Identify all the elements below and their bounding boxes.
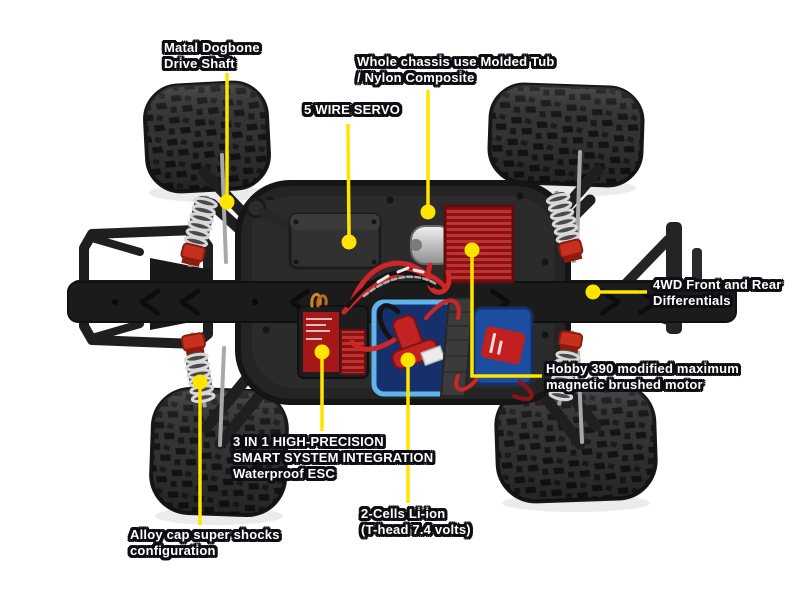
tire-front-left (143, 80, 271, 194)
dot-chassis (420, 204, 436, 220)
servo (245, 197, 382, 280)
motor-heatsink (443, 204, 515, 284)
shock-front-right (545, 190, 584, 264)
battery-pack (349, 299, 465, 397)
brushed-motor (410, 204, 515, 295)
label-motor: Hobby 390 modified maximum magnetic brus… (546, 361, 740, 392)
dot-differentials (585, 284, 601, 300)
tire-rear-left (149, 387, 289, 517)
wiring-harness (341, 260, 461, 320)
label-esc: 3 IN 1 HIGH-PRECISION SMART SYSTEM INTEG… (233, 434, 434, 481)
dot-drive-shaft (219, 194, 235, 210)
shock-front-left (180, 195, 218, 268)
dot-esc (314, 344, 330, 360)
callout-dots (192, 194, 601, 390)
secondary-battery-pack (454, 306, 534, 402)
dot-battery (400, 352, 416, 368)
esc-unit (297, 293, 369, 379)
dot-servo (341, 234, 357, 250)
leader-motor (470, 256, 542, 378)
leader-servo (346, 123, 351, 237)
label-differentials: 4WD Front and Rear Differentials (653, 277, 782, 308)
label-shocks: Alloy cap super shocks configuration (130, 527, 280, 558)
callout-leaders (198, 73, 647, 525)
label-battery: 2-Cells Li-ion (T-head 7.4 volts) (361, 506, 471, 537)
shock-rear-right (548, 330, 584, 406)
label-chassis: Whole chassis use Molded Tub / Nylon Com… (357, 54, 555, 85)
label-drive-shaft: Matal Dogbone Drive Shaft (164, 40, 260, 71)
tire-front-right (487, 82, 645, 188)
label-servo: 5 WIRE SERVO (304, 102, 401, 117)
dot-shocks (192, 374, 208, 390)
dot-motor (464, 242, 480, 258)
